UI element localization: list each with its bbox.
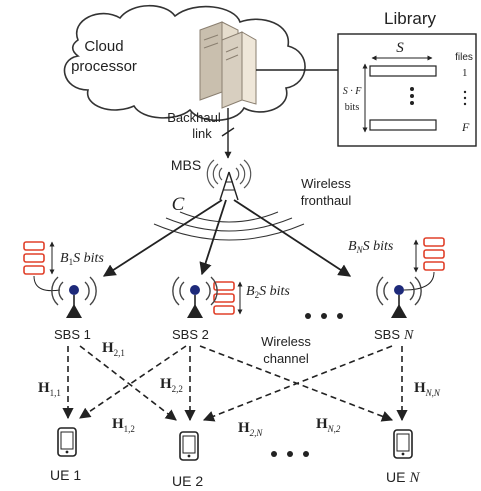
library-sf-label: S · F: [343, 86, 363, 97]
sbs1-antenna-icon: [51, 276, 97, 318]
mbs-tower-icon: [206, 159, 252, 201]
cache-stack-sbs2: [213, 281, 235, 315]
library-bits-label: bits: [345, 102, 360, 113]
sbs-ellipsis-dot: [305, 313, 311, 319]
library-file-last-index: F: [461, 120, 470, 134]
fronthaul-arrow-sbs2: [199, 199, 227, 276]
channel-arrow-n-2: [202, 345, 393, 422]
library-dot: [410, 94, 414, 98]
channel-arrow-2-1: [79, 345, 187, 419]
sbs2-antenna-icon: [172, 276, 218, 318]
library-dot: [463, 96, 467, 100]
channel-label-hn2: HN,2: [316, 416, 341, 434]
ue1-phone-icon: [57, 427, 77, 457]
ue-ellipsis-dot: [303, 451, 309, 457]
channel-label-hnn: HN,N: [414, 380, 441, 398]
library-dot: [463, 90, 467, 94]
cache-stack-sbsn: [423, 237, 445, 271]
sbs-ellipsis-dot: [321, 313, 327, 319]
backhaul-label-line1: Backhaul: [167, 110, 221, 125]
library-title: Library: [384, 9, 436, 28]
fronthaul-label-line1: Wireless: [301, 176, 351, 191]
ue-ellipsis-dot: [271, 451, 277, 457]
channel-arrow-1-2: [79, 345, 177, 421]
sbs2-label: SBS 2: [172, 327, 209, 342]
channel-label-h22: H2,2: [160, 376, 183, 394]
capacity-c-label: C: [172, 194, 185, 215]
coverage-arc: [165, 217, 293, 232]
fronthaul-label-line2: fronthaul: [301, 193, 352, 208]
mbs-label: MBS: [171, 157, 201, 173]
coverage-arc: [179, 211, 279, 223]
backhaul-slash: [221, 127, 235, 137]
uen-phone-icon: [393, 429, 413, 459]
fronthaul-arrow-sbs1: [102, 199, 223, 277]
library-file-bar-last: [369, 119, 437, 131]
cache-label-sbs2: B2S bits: [246, 284, 290, 300]
channel-label-h12: H1,2: [112, 416, 135, 434]
wireless-channel-line2: channel: [263, 351, 309, 366]
server-icon: [199, 21, 257, 109]
cloud-label-line2: processor: [71, 58, 137, 75]
sbs-ellipsis-dot: [337, 313, 343, 319]
ue2-label: UE 2: [172, 473, 203, 489]
sbs1-label: SBS 1: [54, 327, 91, 342]
ue2-phone-icon: [179, 431, 199, 461]
channel-label-h2n: H2,N: [238, 420, 263, 438]
ue1-label: UE 1: [50, 467, 81, 483]
ue-ellipsis-dot: [287, 451, 293, 457]
library-file-first-index: 1: [462, 67, 468, 79]
cache-label-sbs1: B1S bits: [60, 251, 104, 267]
cache-label-sbsn: BNS bits: [348, 239, 394, 255]
library-dot: [410, 87, 414, 91]
library-file-bar-first: [369, 65, 437, 77]
coverage-arc: [153, 223, 305, 241]
cache-stack-sbs1: [23, 241, 45, 275]
library-dot: [463, 102, 467, 106]
channel-label-h11: H1,1: [38, 380, 61, 398]
library-dot: [410, 101, 414, 105]
library-files-label: files: [455, 52, 473, 63]
backhaul-label-line2: link: [192, 126, 212, 141]
cache-connector-sbs1: [33, 275, 61, 292]
cache-connector-sbsn: [403, 271, 435, 291]
cloud-label-line1: Cloud: [84, 38, 123, 55]
library-s-label: S: [396, 40, 404, 56]
sbsn-antenna-icon: [376, 276, 422, 318]
fronthaul-arrow-sbsn: [233, 199, 352, 277]
wireless-channel-line1: Wireless: [261, 334, 311, 349]
channel-label-h21: H2,1: [102, 340, 125, 358]
